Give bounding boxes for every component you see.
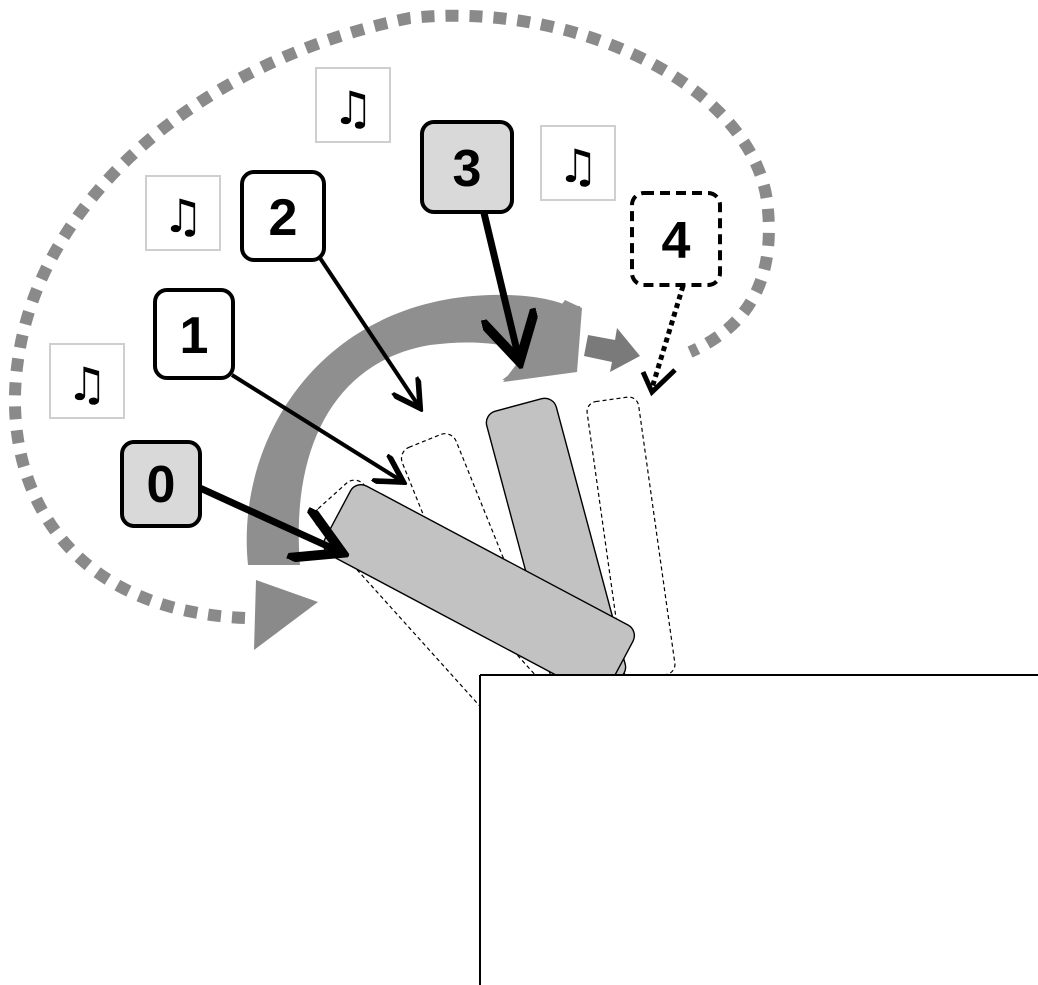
pointer-arrow-4-head — [640, 368, 677, 397]
arc-start-triangle — [254, 580, 318, 650]
music-note-icon: ♫ — [145, 175, 221, 251]
pointer-arrow-1 — [230, 373, 400, 480]
pointer-arrow-4 — [649, 285, 686, 389]
pointer-arrow-2 — [318, 256, 418, 405]
step-label-0: 0 — [147, 456, 176, 514]
pointer-arrow-3 — [480, 212, 518, 355]
pointer-arrow-0 — [198, 484, 336, 550]
music-note-icon: ♫ — [49, 343, 125, 419]
step-box-2: 2 — [240, 170, 326, 262]
svg-text:♫: ♫ — [557, 139, 598, 193]
step-box-3: 3 — [420, 120, 514, 214]
rotation-arc-arrow — [246, 294, 580, 565]
step-box-0: 0 — [120, 440, 202, 528]
sound-range-dotted-outline — [9, 9, 775, 624]
step-label-3: 3 — [453, 140, 482, 198]
step-label-4: 4 — [662, 212, 691, 270]
svg-text:♫: ♫ — [162, 189, 203, 243]
step-box-1: 1 — [153, 288, 235, 380]
music-note-icon: ♫ — [315, 67, 391, 143]
svg-text:♫: ♫ — [332, 81, 373, 135]
step-label-2: 2 — [269, 189, 298, 247]
svg-text:♫: ♫ — [66, 357, 107, 411]
small-next-arrow — [584, 328, 640, 372]
step-box-4: 4 — [630, 191, 722, 287]
music-note-icon: ♫ — [540, 125, 616, 201]
surface-mask — [481, 676, 1038, 985]
step-label-1: 1 — [180, 307, 209, 365]
